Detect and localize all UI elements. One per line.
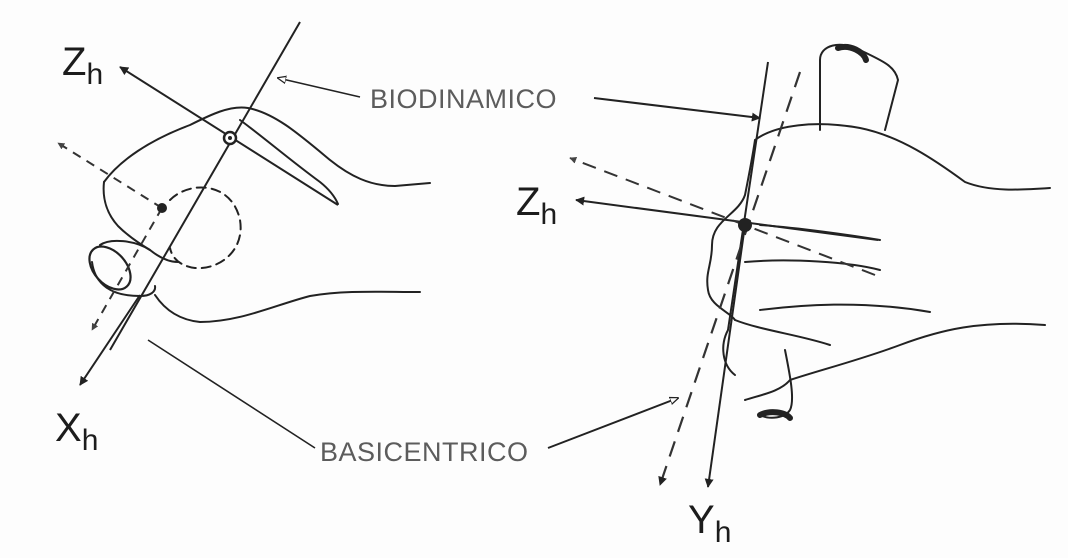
right-biodynamic-axis — [727, 61, 769, 331]
right-yh-subscript: h — [714, 516, 732, 549]
left-xh-label: Xh — [55, 408, 98, 461]
biodinamico-leader-left — [278, 78, 361, 98]
left-xh-axis-arrow — [79, 294, 141, 386]
right-hand-drawing — [706, 43, 1051, 421]
right-dashed-y-arrow — [658, 71, 802, 486]
right-yh-letter: Y — [688, 498, 715, 542]
right-origin — [738, 218, 752, 232]
left-hand-drawing — [88, 106, 431, 323]
basicentrico-leader-right — [547, 398, 678, 449]
right-zh-label: Zh — [516, 182, 557, 235]
left-basicentric-origin — [157, 203, 167, 213]
basicentrico-leader-left — [147, 339, 316, 449]
right-yh-label: Yh — [688, 500, 731, 553]
right-zh-axis-arrow — [575, 196, 879, 241]
biodinamico-leader-right — [593, 97, 761, 122]
right-zh-subscript: h — [540, 198, 558, 231]
biodinamico-label: BIODINAMICO — [370, 84, 558, 114]
left-zh-subscript: h — [86, 58, 104, 91]
right-dashed-z-arrow — [569, 156, 876, 276]
basicentrico-label: BASICENTRICO — [320, 437, 529, 467]
left-zh-letter: Z — [62, 40, 87, 84]
right-zh-letter: Z — [516, 180, 541, 224]
left-xh-letter: X — [55, 406, 82, 450]
right-yh-axis-arrow — [704, 224, 746, 488]
left-xh-subscript: h — [81, 424, 99, 457]
left-biodynamic-axis — [109, 21, 301, 351]
left-dashed-x-arrow — [91, 207, 163, 331]
left-zh-label: Zh — [62, 42, 103, 95]
left-dashed-z-arrow — [57, 142, 163, 209]
